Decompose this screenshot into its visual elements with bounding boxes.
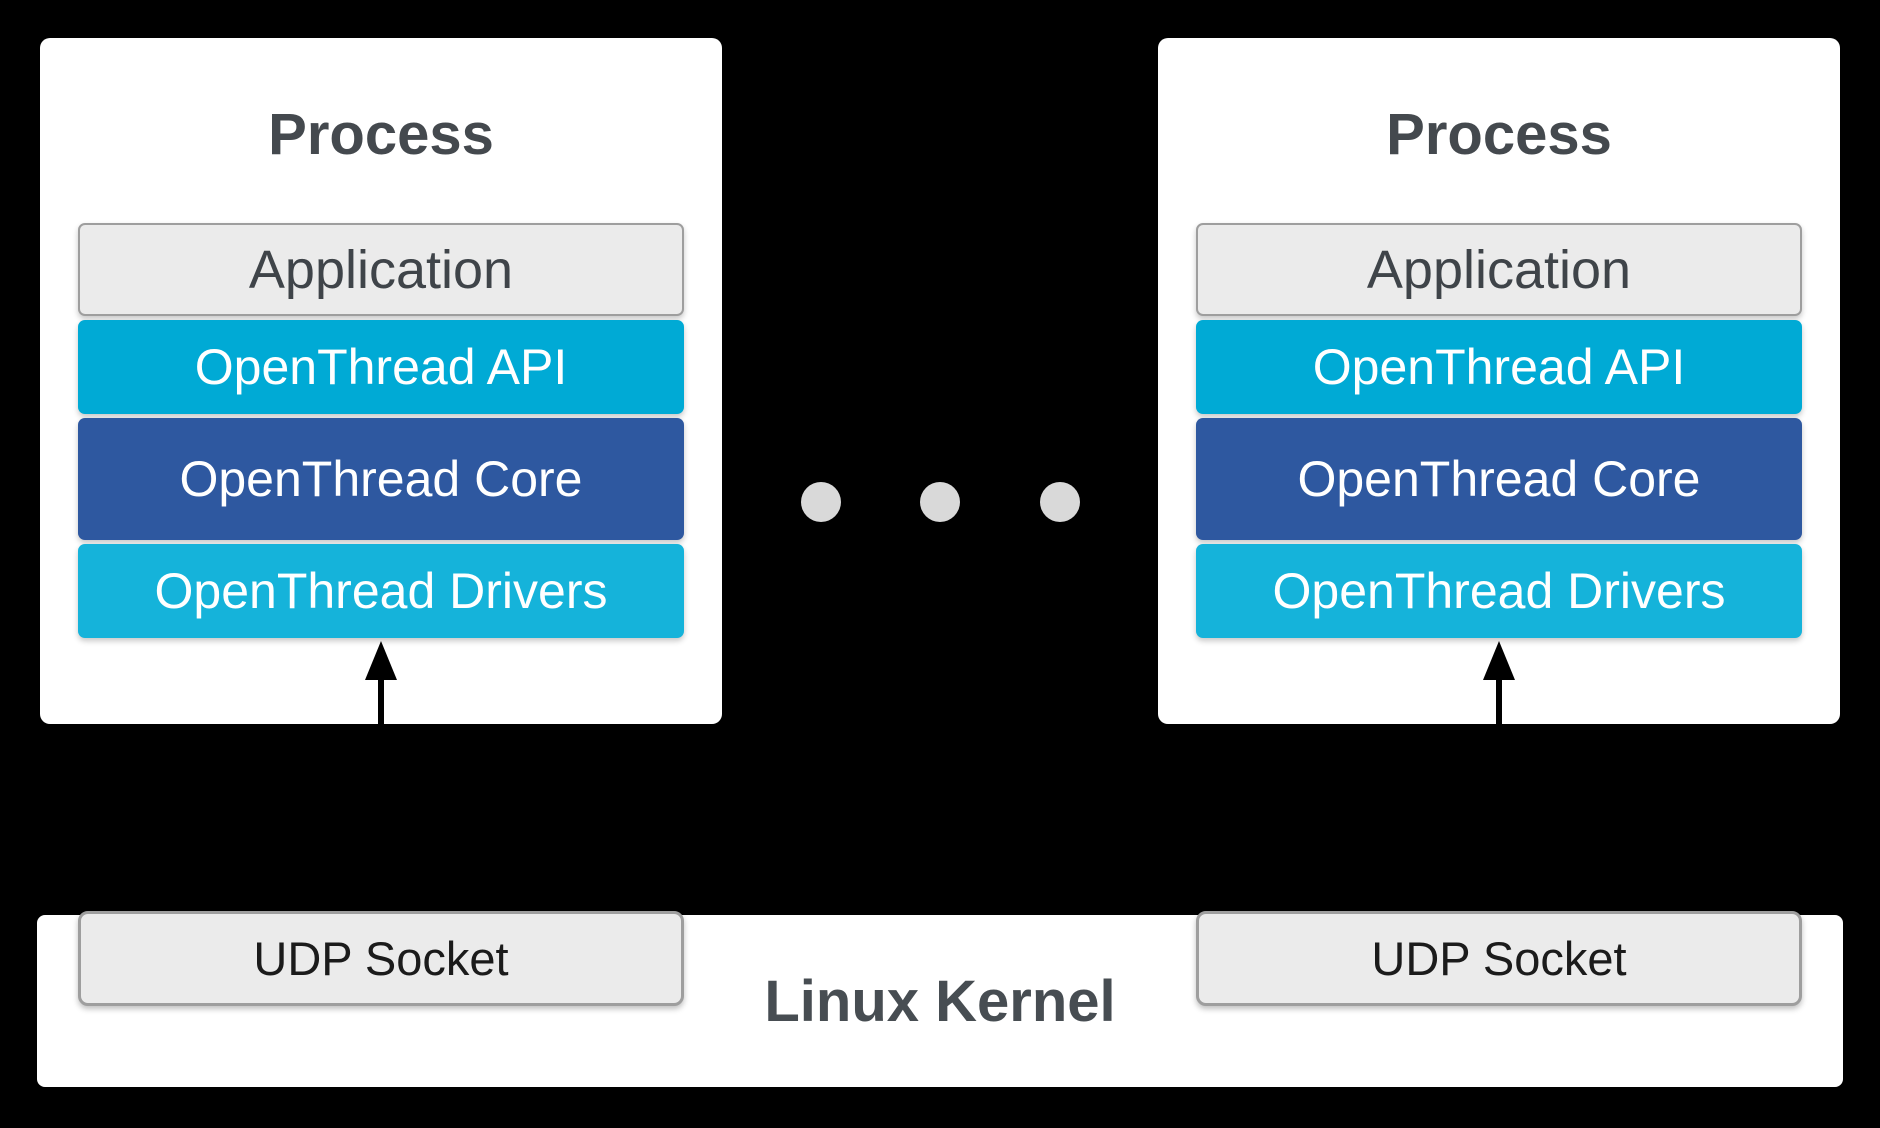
layer-openthread-api-label: OpenThread API — [1312, 339, 1686, 395]
layer-openthread-core: OpenThread Core — [1196, 418, 1802, 540]
arrow-shaft — [1496, 678, 1502, 724]
layer-openthread-drivers: OpenThread Drivers — [1196, 544, 1802, 638]
ellipsis-dot — [920, 482, 960, 522]
process-box-right: Process Application OpenThread API OpenT… — [1158, 38, 1840, 724]
process-title: Process — [268, 102, 494, 167]
ellipsis-dot — [801, 482, 841, 522]
udp-socket-label: UDP Socket — [253, 932, 509, 985]
linux-kernel-bar: UDP Socket Linux Kernel UDP Socket — [37, 911, 1843, 1087]
process-title: Process — [1386, 102, 1612, 167]
process-box-left: Process Application OpenThread API OpenT… — [40, 38, 722, 724]
layer-openthread-drivers: OpenThread Drivers — [78, 544, 684, 638]
arrow-head — [365, 641, 397, 680]
udp-socket-label: UDP Socket — [1371, 932, 1627, 985]
layer-openthread-drivers-label: OpenThread Drivers — [154, 563, 608, 619]
layer-openthread-core-label: OpenThread Core — [1297, 451, 1701, 507]
layer-openthread-core: OpenThread Core — [78, 418, 684, 540]
udp-socket-box-right: UDP Socket — [1196, 911, 1802, 1006]
layer-openthread-api: OpenThread API — [78, 320, 684, 414]
layer-openthread-api-label: OpenThread API — [194, 339, 568, 395]
layer-application: Application — [1196, 223, 1802, 316]
arrow-shaft — [378, 678, 384, 724]
layer-openthread-api: OpenThread API — [1196, 320, 1802, 414]
linux-kernel-label: Linux Kernel — [764, 969, 1116, 1034]
layer-openthread-drivers-label: OpenThread Drivers — [1272, 563, 1726, 619]
layer-application: Application — [78, 223, 684, 316]
ellipsis-dot — [1040, 482, 1080, 522]
layer-application-label: Application — [1366, 239, 1632, 300]
layer-application-label: Application — [248, 239, 514, 300]
arrow-head — [1483, 641, 1515, 680]
layer-openthread-core-label: OpenThread Core — [179, 451, 583, 507]
udp-socket-box-left: UDP Socket — [78, 911, 684, 1006]
